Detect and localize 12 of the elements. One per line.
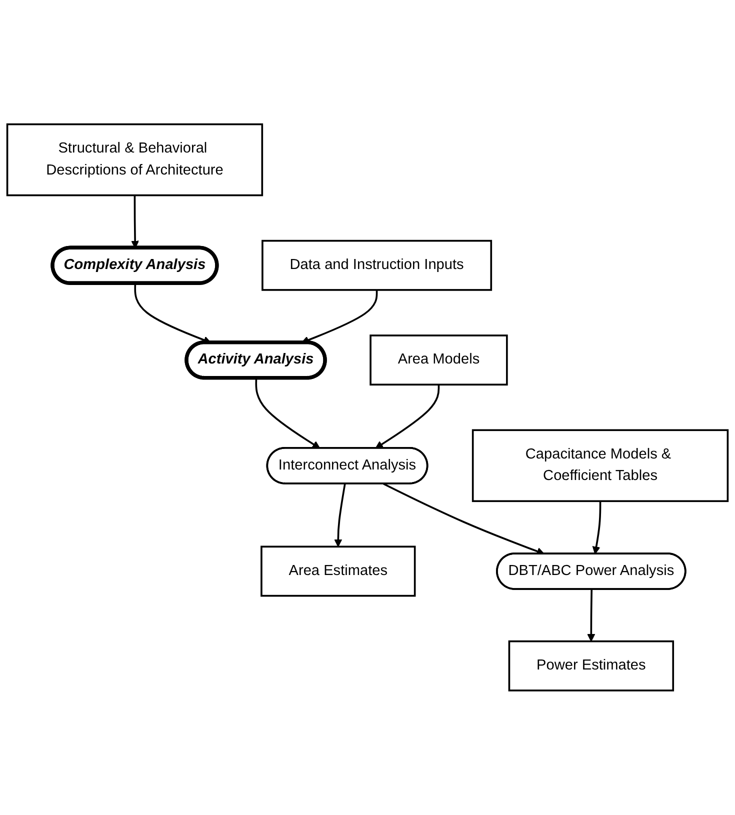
node-box: Data and Instruction Inputs — [262, 240, 492, 291]
arrow — [383, 483, 545, 556]
node-box: Power Estimates — [508, 640, 674, 692]
arrow — [587, 590, 596, 642]
node-box: Structural & Behavioral Descriptions of Architecture — [6, 124, 264, 196]
arrow — [255, 378, 320, 449]
node-box: Area Estimates — [260, 546, 416, 597]
node-box: Area Models — [370, 334, 508, 386]
arrow — [334, 484, 346, 548]
node-box: Capacitance Models & Coefficient Tables — [472, 429, 729, 502]
arrow — [375, 384, 440, 449]
arrow — [592, 501, 602, 554]
